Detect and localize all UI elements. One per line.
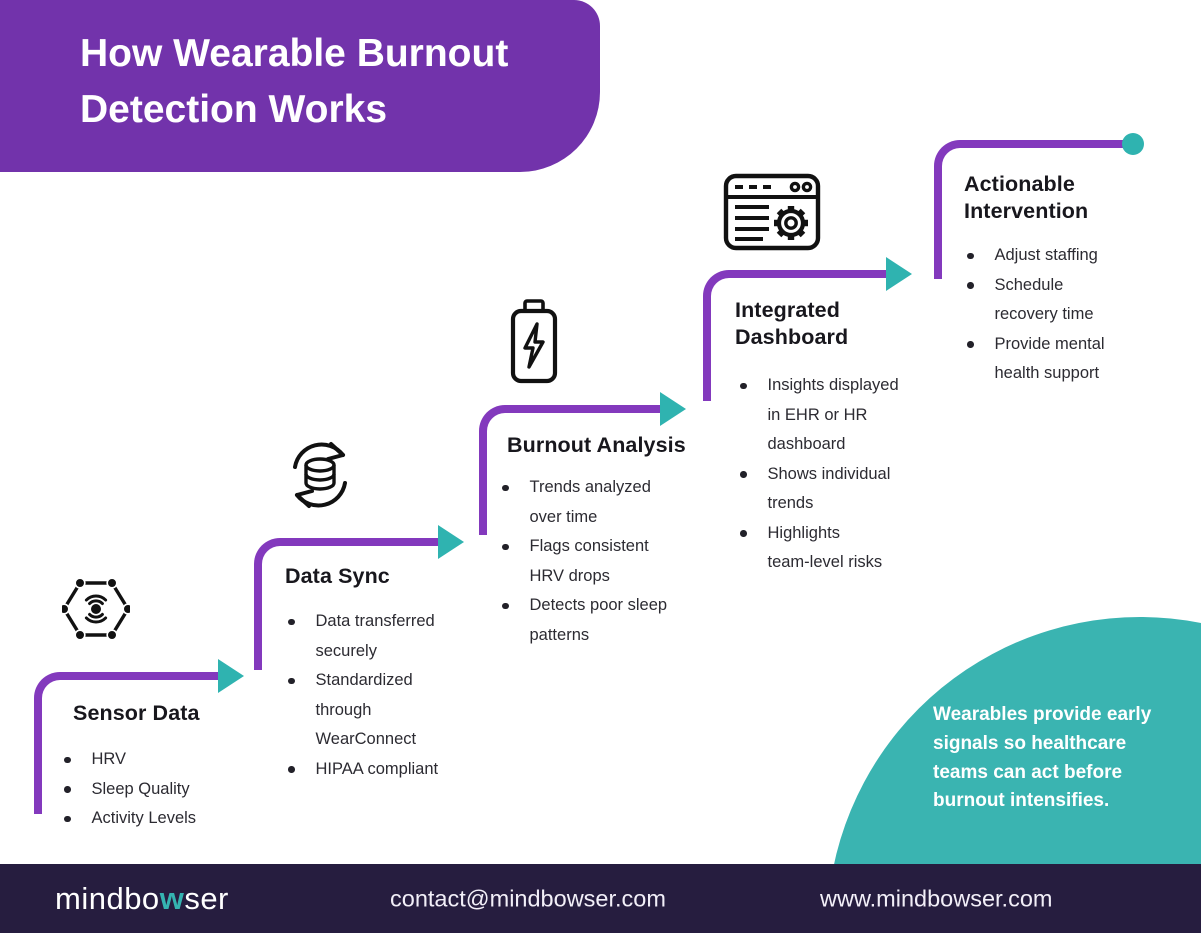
bullet-line: Data transferred <box>315 612 435 630</box>
bullet-line: in EHR or HR <box>767 405 868 424</box>
bullet-line: health support <box>994 364 1100 382</box>
list-item: Standardized through WearConnect <box>288 666 438 755</box>
list-item: Provide mental health support <box>967 330 1105 389</box>
step2-title: Data Sync <box>285 564 390 588</box>
data-sync-icon <box>284 437 356 513</box>
step1-title: Sensor Data <box>73 701 200 725</box>
bullet-line: Shows individual <box>767 464 891 483</box>
bullet-dot <box>967 252 974 259</box>
bullet-line: HRV <box>91 750 127 768</box>
bullet-dot <box>740 382 747 389</box>
bullet-line: over time <box>529 507 598 526</box>
callout-line: signals so healthcare <box>933 732 1127 754</box>
step1-bullet-list: HRV Sleep Quality Activity Levels <box>64 745 196 834</box>
list-item: Sleep Quality <box>64 775 196 805</box>
mindbowser-logo: mindbowser <box>55 881 229 917</box>
list-item: Highlights team-level risks <box>740 519 899 578</box>
bullet-line: Detects poor sleep <box>529 596 668 614</box>
page-title: How Wearable Burnout Detection Works <box>80 32 509 131</box>
list-item: HIPAA compliant <box>288 755 438 785</box>
bullet-line: recovery time <box>994 305 1094 323</box>
step3-bullet-list: Trends analyzed over time Flags consiste… <box>502 473 667 650</box>
list-item: HRV <box>64 745 196 775</box>
bullet-line: securely <box>315 641 377 660</box>
bullet-line: Flags consistent <box>529 537 649 555</box>
bullet-dot <box>502 543 509 550</box>
list-item: Shows individual trends <box>740 460 899 519</box>
bullet-line: trends <box>767 494 814 512</box>
bullet-dot <box>288 766 295 773</box>
header-banner: How Wearable Burnout Detection Works <box>0 0 600 172</box>
bullet-line: Highlights <box>767 523 840 542</box>
step2-bullet-list: Data transferred securely Standardized t… <box>288 607 438 784</box>
list-item: Trends analyzed over time <box>502 473 667 532</box>
step3-title: Burnout Analysis <box>507 433 686 457</box>
bullet-line: dashboard <box>767 435 846 453</box>
bullet-line: Standardized <box>315 671 413 689</box>
callout-text: Wearables provide early signals so healt… <box>933 701 1183 816</box>
list-item: Detects poor sleep patterns <box>502 591 667 650</box>
bullet-line: Provide mental <box>994 334 1105 353</box>
website-link[interactable]: www.mindbowser.com <box>820 885 1053 911</box>
list-item: Flags consistent HRV drops <box>502 532 667 591</box>
bullet-line: Adjust staffing <box>994 246 1098 264</box>
step5-connector-line <box>934 140 1132 279</box>
bullet-line: Sleep Quality <box>91 779 190 798</box>
step4-bullet-list: Insights displayed in EHR or HR dashboar… <box>740 371 899 578</box>
step1-connector-line <box>34 672 226 814</box>
battery-bolt-icon <box>505 297 563 387</box>
bullet-dot <box>502 602 509 609</box>
bullet-dot <box>64 756 71 763</box>
list-item: Activity Levels <box>64 804 196 834</box>
bullet-dot <box>502 484 509 491</box>
logo-accent-w: w <box>159 880 185 916</box>
bullet-dot <box>740 530 747 537</box>
bullet-line: patterns <box>529 625 590 644</box>
bullet-line: through <box>315 700 372 719</box>
bullet-line: WearConnect <box>315 730 417 748</box>
bullet-dot <box>288 677 295 684</box>
callout-line: Wearables provide early <box>933 704 1152 725</box>
bullet-dot <box>740 471 747 478</box>
flow-arrow-icon <box>438 525 464 559</box>
callout-line: burnout intensifies. <box>933 790 1110 812</box>
dashboard-gear-icon <box>723 173 821 251</box>
footer-bar: mindbowser contact@mindbowser.com www.mi… <box>0 864 1201 933</box>
list-item: Adjust staffing <box>967 241 1105 271</box>
bullet-dot <box>64 786 71 793</box>
step2-connector-line <box>254 538 446 670</box>
bullet-line: team-level risks <box>767 553 883 571</box>
flow-arrow-icon <box>660 392 686 426</box>
logo-text: mindbo <box>55 880 160 916</box>
bullet-dot <box>967 341 974 348</box>
step5-title: Actionable Intervention <box>964 172 1089 223</box>
bullet-line: Insights displayed <box>767 376 899 394</box>
bullet-line: Schedule <box>994 275 1064 294</box>
bullet-dot <box>967 282 974 289</box>
callout-line: teams can act before <box>933 761 1123 783</box>
list-item: Insights displayed in EHR or HR dashboar… <box>740 371 899 460</box>
step4-connector-line <box>703 270 894 401</box>
bullet-line: Activity Levels <box>91 809 197 827</box>
flow-arrow-icon <box>218 659 244 693</box>
logo-text: ser <box>184 880 229 916</box>
sensor-signal-hexagon-icon <box>62 574 130 644</box>
list-item: Data transferred securely <box>288 607 438 666</box>
list-item: Schedule recovery time <box>967 271 1105 330</box>
bullet-dot <box>288 618 295 625</box>
flow-end-dot-icon <box>1122 133 1144 155</box>
bullet-line: HRV drops <box>529 566 610 585</box>
bullet-line: HIPAA compliant <box>315 759 439 778</box>
step4-title: Integrated Dashboard <box>735 298 849 349</box>
bullet-line: Trends analyzed <box>529 478 651 496</box>
contact-email-link[interactable]: contact@mindbowser.com <box>390 885 666 911</box>
step3-connector-line <box>479 405 668 535</box>
flow-arrow-icon <box>886 257 912 291</box>
bullet-dot <box>64 815 71 822</box>
step5-bullet-list: Adjust staffing Schedule recovery time P… <box>967 241 1105 389</box>
